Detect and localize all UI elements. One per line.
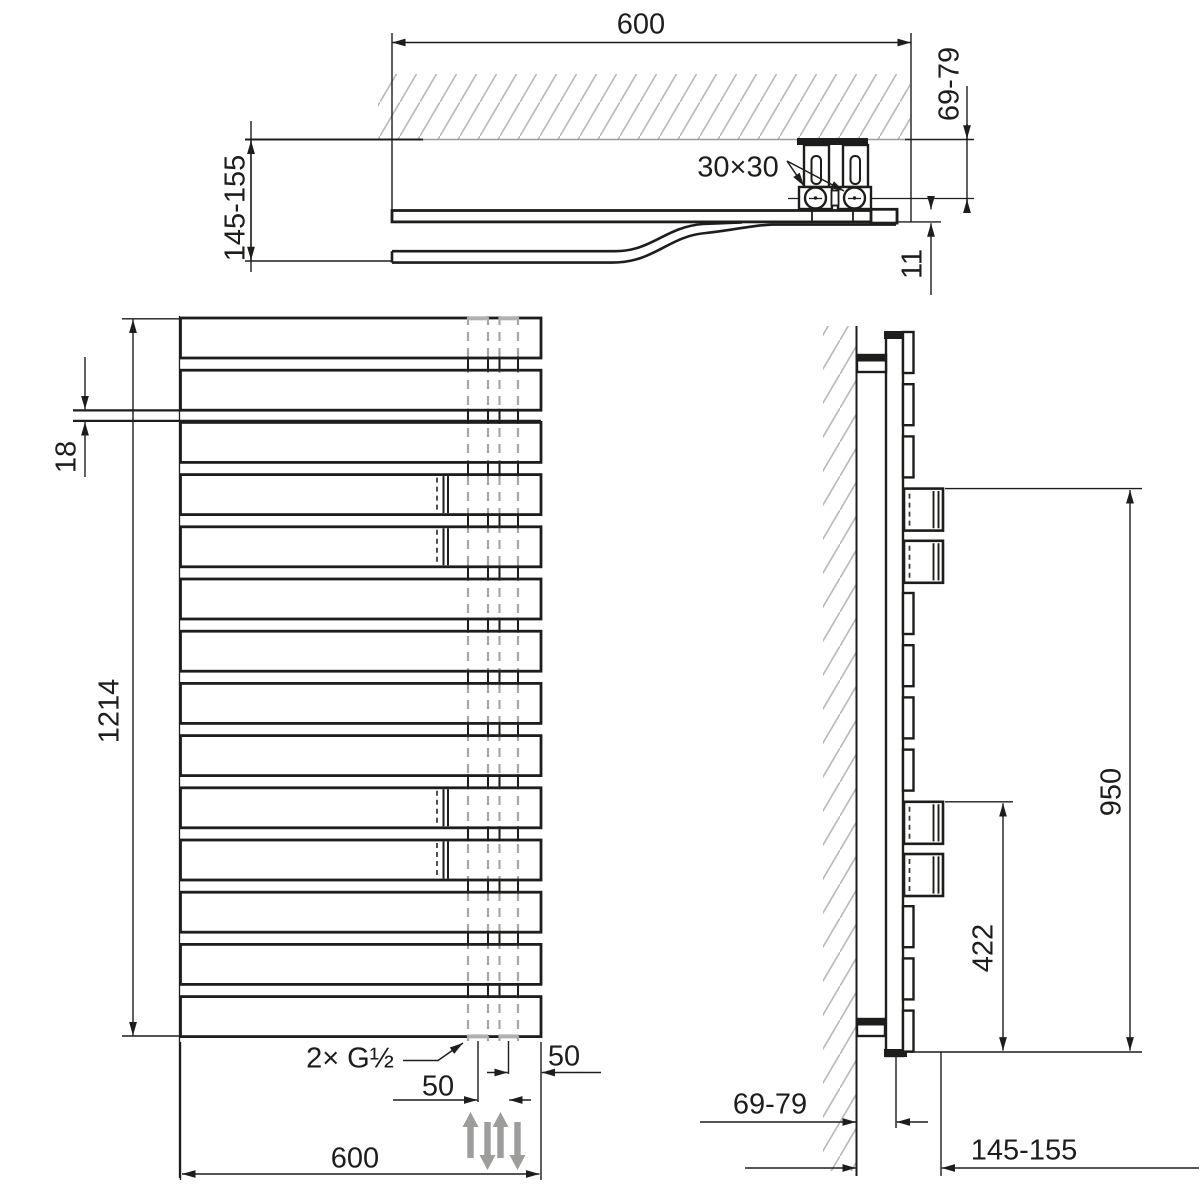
side-view [700,326,1199,1176]
collector-end-caps [467,316,519,1039]
radiator-front-panels [179,316,543,1038]
dim-front-edge-offset: 50 [547,1040,581,1073]
towel-bar-bent-plan [390,221,896,264]
front-view [73,316,601,1180]
collector-side [884,331,908,1058]
flow-direction-arrows [462,1112,526,1170]
dim-side-bottom-lines [700,1052,1199,1176]
dim-front-pipe-spacing: 50 [421,1070,455,1103]
hanging-slot-strip [73,409,541,423]
dim-front-pipe-lines [393,1068,601,1104]
dim-top-wall-lines [905,86,974,213]
dim-side-lower-rail: 422 [967,923,1000,973]
wall-section-side [823,326,858,1176]
dim-side-rail-lines [898,487,1142,1053]
dim-front-height-lines [122,318,181,1037]
collector-hidden-lines [466,316,520,1041]
dim-side-upper-rail: 950 [1095,767,1128,817]
connection-label: 2× G½ [306,1042,394,1075]
bracket-label-leaders [786,160,845,192]
dim-side-wall-distance: 69-79 [732,1088,808,1121]
bracket-size-label: 30×30 [697,151,779,184]
dim-side-depth: 145-155 [970,1134,1078,1167]
towel-rails-side [902,487,945,898]
dim-top-wall-distance: 69-79 [933,46,966,122]
dim-front-width: 600 [330,1142,380,1175]
collector-gap-segments [467,356,519,999]
mounting-bracket-pair [786,138,873,211]
dim-top-width: 600 [616,8,666,41]
dim-front-height: 1214 [93,678,126,744]
panel-cross-sections [901,330,915,1053]
panel-bend-marks [436,476,449,879]
radiator-top-view [390,195,941,295]
dim-top-width-lines [391,33,912,222]
connection-label-leader [403,1042,464,1062]
wall-section-top [378,74,910,141]
dim-top-depth: 145-155 [219,154,252,262]
connection-lines [179,1041,542,1180]
wall-brackets-side [855,353,888,1038]
dim-top-panel-thickness: 11 [896,248,929,280]
bar-end-cap [869,207,899,225]
top-view [245,33,974,295]
panel-bar-plan [390,209,899,224]
dim-top-thickness-lines [898,195,941,295]
dim-front-slot: 18 [50,440,83,474]
dim-top-depth-lines [245,121,423,272]
